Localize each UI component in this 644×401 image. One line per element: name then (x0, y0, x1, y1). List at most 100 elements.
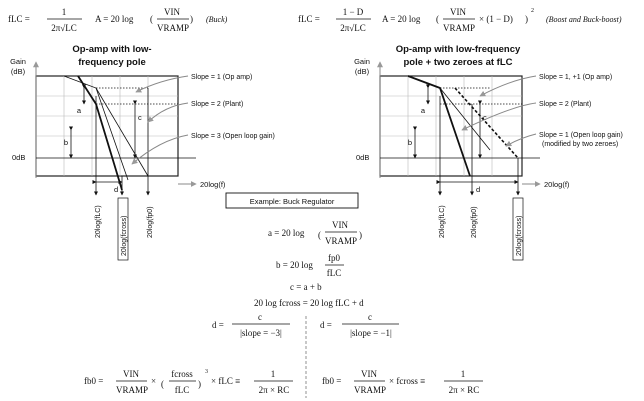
example-box-label: Example: Buck Regulator (250, 197, 335, 206)
left-slope-2: Slope = 2 (Plant) (191, 101, 243, 108)
flc-right-num: 1 − D (343, 7, 364, 17)
left-slope-1: Slope = 1 (Op amp) (191, 74, 252, 81)
a-left-den: VRAMP (157, 23, 189, 33)
a-right-den: VRAMP (443, 23, 475, 33)
a-right-exp: 2 (531, 8, 534, 14)
a-right-num: VIN (450, 7, 466, 17)
eq-d-right-num: c (368, 312, 372, 322)
fb-left-num1: VIN (123, 369, 139, 379)
eq-a-lhs: a = 20 log (268, 228, 305, 238)
right-y-label-2: (dB) (355, 67, 370, 76)
flc-right-den: 2π√LC (340, 23, 365, 33)
fb-right-tail: × fcross ≡ (389, 376, 425, 386)
eq-d-left-lhs: d = (212, 320, 224, 330)
paren-close-icon: ) (359, 230, 362, 240)
right-slope-2: Slope = 2 (Plant) (539, 101, 591, 108)
eq-fcross: 20 log fcross = 20 log fLC + d (254, 298, 364, 308)
right-mark-c: c (483, 113, 487, 122)
fb-left-den1: VRAMP (116, 385, 148, 395)
fb-left-mid: × (151, 376, 156, 386)
right-plot-frame (379, 75, 523, 177)
example-box (225, 192, 359, 209)
paren-close-icon: ) (525, 14, 528, 24)
left-grid (36, 76, 178, 176)
left-y-label-2: (dB) (11, 67, 26, 76)
right-mark-b: b (408, 138, 412, 147)
right-tick-flc: 20log(fLC) (439, 205, 446, 238)
eq-d-left-den: |slope = −3| (240, 328, 282, 338)
eq-d-right-den: |slope = −1| (350, 328, 392, 338)
fb-left-exp: 3 (205, 369, 208, 375)
left-y-label-1: Gain (10, 57, 26, 66)
fb-right-den2: 2π × RC (449, 385, 480, 395)
eq-a-num: VIN (332, 220, 348, 230)
a-right-lhs: A = 20 log (382, 14, 421, 24)
right-openloop-curve (454, 87, 519, 159)
eq-d-right-lhs: d = (320, 320, 332, 330)
left-mark-d: d (114, 185, 118, 194)
a-left-lhs: A = 20 log (95, 14, 134, 24)
left-tick-flc: 20log(fLC) (95, 205, 102, 238)
left-x-label: 20log(f) (200, 180, 226, 189)
right-slope-3-1: Slope = 1 (Open loop gain) (539, 132, 623, 139)
paren-open-icon: ( (318, 230, 321, 240)
left-opamp-curve (95, 87, 149, 177)
fb-right-lhs: fb0 = (322, 376, 341, 386)
flc-left-num: 1 (62, 7, 67, 17)
eq-b-den: fLC (327, 268, 342, 278)
left-mark-c: c (138, 113, 142, 122)
right-plot-title-2: pole + two zeroes at fLC (403, 57, 512, 68)
right-slope-1: Slope = 1, +1 (Op amp) (539, 74, 612, 81)
right-mark-d: d (476, 185, 480, 194)
right-x-label: 20log(f) (544, 180, 570, 189)
fb-left-num3: 1 (271, 369, 276, 379)
paren-open-icon: ( (161, 379, 164, 389)
fb-left-lhs: fb0 = (84, 376, 103, 386)
paren-open-icon: ( (150, 14, 153, 24)
flc-left-den: 2π√LC (51, 23, 76, 33)
eq-b-lhs: b = 20 log (276, 260, 313, 270)
fb-right-num1: VIN (361, 369, 377, 379)
buck-tag: (Buck) (206, 15, 228, 24)
fb-right-num2: 1 (461, 369, 466, 379)
a-right-tail: × (1 − D) (479, 14, 513, 24)
left-zero-db: 0dB (12, 153, 25, 162)
right-plot-title-1: Op-amp with low-frequency (396, 44, 521, 55)
fb-right-den1: VRAMP (354, 385, 386, 395)
right-slope-3-2: (modified by two zeroes) (542, 141, 618, 148)
left-mark-b: b (64, 138, 68, 147)
flc-right-lhs: fLC = (298, 14, 320, 24)
fb-left-tail: × fLC ≡ (211, 376, 240, 386)
right-mark-a: a (421, 106, 426, 115)
eq-c: c = a + b (290, 282, 322, 292)
fb-left-den3: 2π × RC (259, 385, 290, 395)
left-tick-fcross: 20log(fcross) (121, 216, 128, 256)
left-openloop-curve (77, 75, 123, 191)
paren-close-icon: ) (198, 379, 201, 389)
a-left-num: VIN (164, 7, 180, 17)
fb-left-den2: fLC (175, 385, 190, 395)
left-plot-frame (35, 75, 179, 177)
left-plot-title-2: frequency pole (78, 57, 146, 68)
right-y-label-1: Gain (354, 57, 370, 66)
right-tick-fp0: 20log(fp0) (471, 206, 478, 238)
paren-close-icon: ) (190, 14, 193, 24)
eq-b-num: fp0 (328, 253, 340, 263)
eq-d-left-num: c (258, 312, 262, 322)
boost-tag: (Boost and Buck-boost) (546, 15, 622, 24)
right-grid (380, 76, 522, 176)
right-plant-curve (407, 75, 471, 177)
example-section: Example: Buck Regulator a = 20 log ( VIN… (84, 192, 483, 398)
left-plot-title-1: Op-amp with low- (72, 44, 151, 55)
fb-left-num2: fcross (171, 369, 193, 379)
eq-a-den: VRAMP (325, 236, 357, 246)
left-slope-3: Slope = 3 (Open loop gain) (191, 133, 275, 140)
top-formulas: fLC = 1 2π√LC A = 20 log ( VIN VRAMP ) (… (8, 7, 622, 33)
left-tick-fp0: 20log(fp0) (147, 206, 154, 238)
flc-left-lhs: fLC = (8, 14, 30, 24)
left-bode-plot: Op-amp with low- frequency pole Gain (dB… (10, 44, 275, 261)
left-mark-a: a (77, 106, 82, 115)
paren-open-icon: ( (436, 14, 439, 24)
right-tick-fcross: 20log(fcross) (516, 216, 523, 256)
